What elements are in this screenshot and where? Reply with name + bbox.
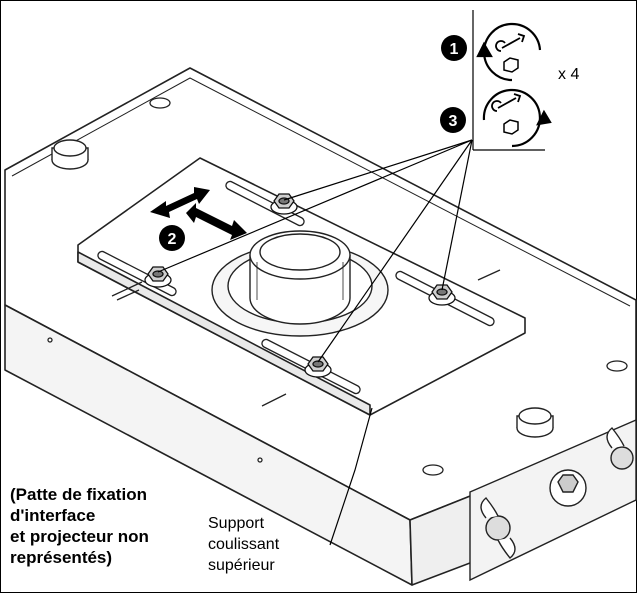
step-1-number: 1 [450, 41, 459, 58]
wrench-tighten-icon [482, 88, 552, 148]
step-3-badge: 3 [440, 107, 466, 133]
wing-nut-1 [480, 497, 516, 559]
note-line: représentés) [10, 548, 113, 567]
side-bracket [469, 418, 637, 582]
base-holes [47, 97, 628, 476]
not-shown-note: (Patte de fixation d'interface et projec… [10, 484, 149, 568]
note-line: (Patte de fixation [10, 485, 147, 504]
center-bolt [549, 469, 587, 507]
wing-nut-2 [606, 427, 634, 470]
base-bolt-top-left [51, 139, 89, 170]
step-2-number: 2 [168, 231, 177, 248]
step-3-number: 3 [449, 113, 458, 130]
center-collar [211, 230, 389, 337]
quantity-label: x 4 [558, 66, 580, 83]
step-2-badge: 2 [159, 225, 185, 251]
slide-arrows [150, 187, 247, 240]
leader-lines [157, 139, 473, 546]
step-legend [472, 10, 545, 151]
wrench-loosen-icon [476, 22, 542, 82]
part-label-line: supérieur [208, 557, 275, 574]
part-label-line: Support [208, 515, 265, 532]
part-label: Support coulissant supérieur [208, 513, 279, 576]
note-line: et projecteur non [10, 527, 149, 546]
part-label-line: coulissant [208, 536, 280, 553]
base-bolt-right [516, 407, 554, 438]
step-1-badge: 1 [441, 35, 467, 61]
note-line: d'interface [10, 506, 96, 525]
